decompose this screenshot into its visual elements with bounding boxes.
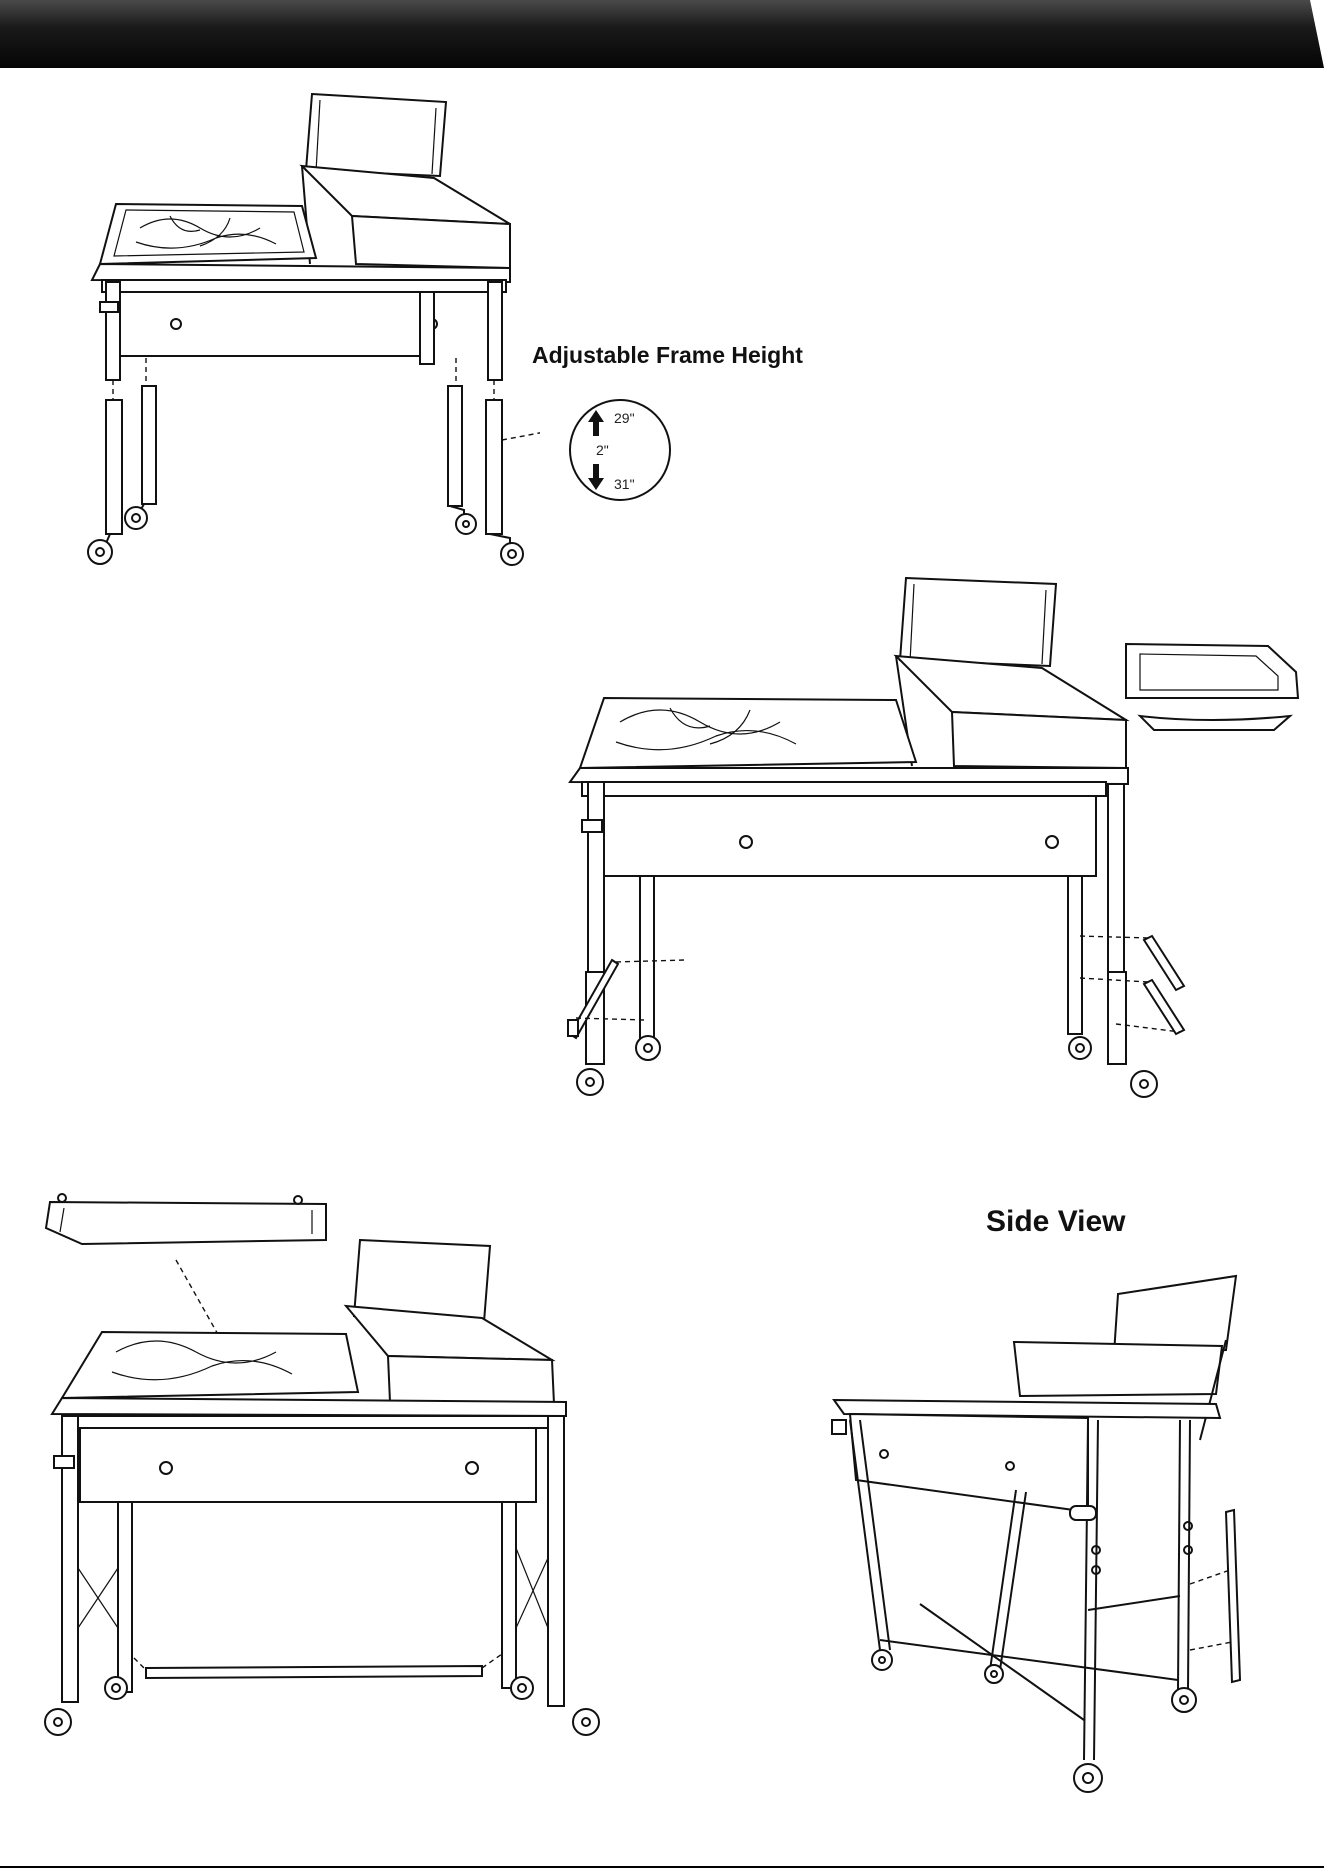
fryer-front	[352, 216, 510, 268]
leg-front-right	[486, 400, 523, 565]
height-step: 2"	[596, 442, 609, 458]
cooktop	[100, 204, 316, 264]
height-max: 29"	[614, 410, 635, 426]
leg-back-left	[640, 876, 654, 1042]
body-front	[596, 796, 1096, 876]
footer-rule	[0, 1866, 1324, 1868]
side-brace	[1226, 1510, 1240, 1682]
leg-back-left	[118, 1502, 132, 1692]
leg-front-right	[548, 1416, 564, 1706]
side-view-label: Side View	[986, 1205, 1126, 1239]
fryer-top	[896, 656, 1126, 720]
food-pan	[1126, 644, 1298, 730]
leg-stub-fl	[106, 282, 120, 380]
body-rim	[102, 280, 506, 292]
leg-front-left	[588, 782, 604, 972]
fryer-backsplash	[1114, 1276, 1236, 1354]
fryer-backsplash	[306, 94, 446, 176]
body-front	[112, 292, 420, 356]
adjustable-frame-height-label: Adjustable Frame Height	[532, 342, 803, 369]
height-range-badge: 29" 2" 31"	[566, 396, 674, 504]
fryer-front	[952, 712, 1126, 768]
cooktop	[62, 1332, 358, 1398]
header-bar	[0, 0, 1324, 68]
leg-front-right	[1108, 784, 1124, 974]
leg-back-right	[502, 1502, 516, 1688]
header-edge	[1310, 0, 1324, 68]
fryer-top	[346, 1306, 552, 1360]
body-rim	[582, 782, 1106, 796]
fryer-backsplash	[900, 578, 1056, 666]
leg-back-right	[448, 386, 476, 534]
leg-stub-fr	[488, 282, 502, 380]
diagram-lid-shelf	[36, 1188, 616, 1738]
leg-back-left	[125, 386, 156, 529]
body-side	[850, 1414, 1088, 1512]
table-top	[52, 1398, 566, 1416]
leg-front-left	[88, 400, 122, 564]
height-min: 31"	[614, 476, 635, 492]
fryer-front	[388, 1356, 554, 1404]
diagram-side-view	[820, 1270, 1280, 1810]
fryer-top	[302, 166, 510, 224]
leg-back-right	[1068, 876, 1082, 1034]
bottom-shelf	[146, 1666, 482, 1678]
diagram-legs-detached	[80, 88, 540, 578]
diagram-side-braces	[560, 572, 1300, 1112]
cooktop-lid	[46, 1194, 326, 1244]
fryer-basin	[1014, 1342, 1222, 1396]
